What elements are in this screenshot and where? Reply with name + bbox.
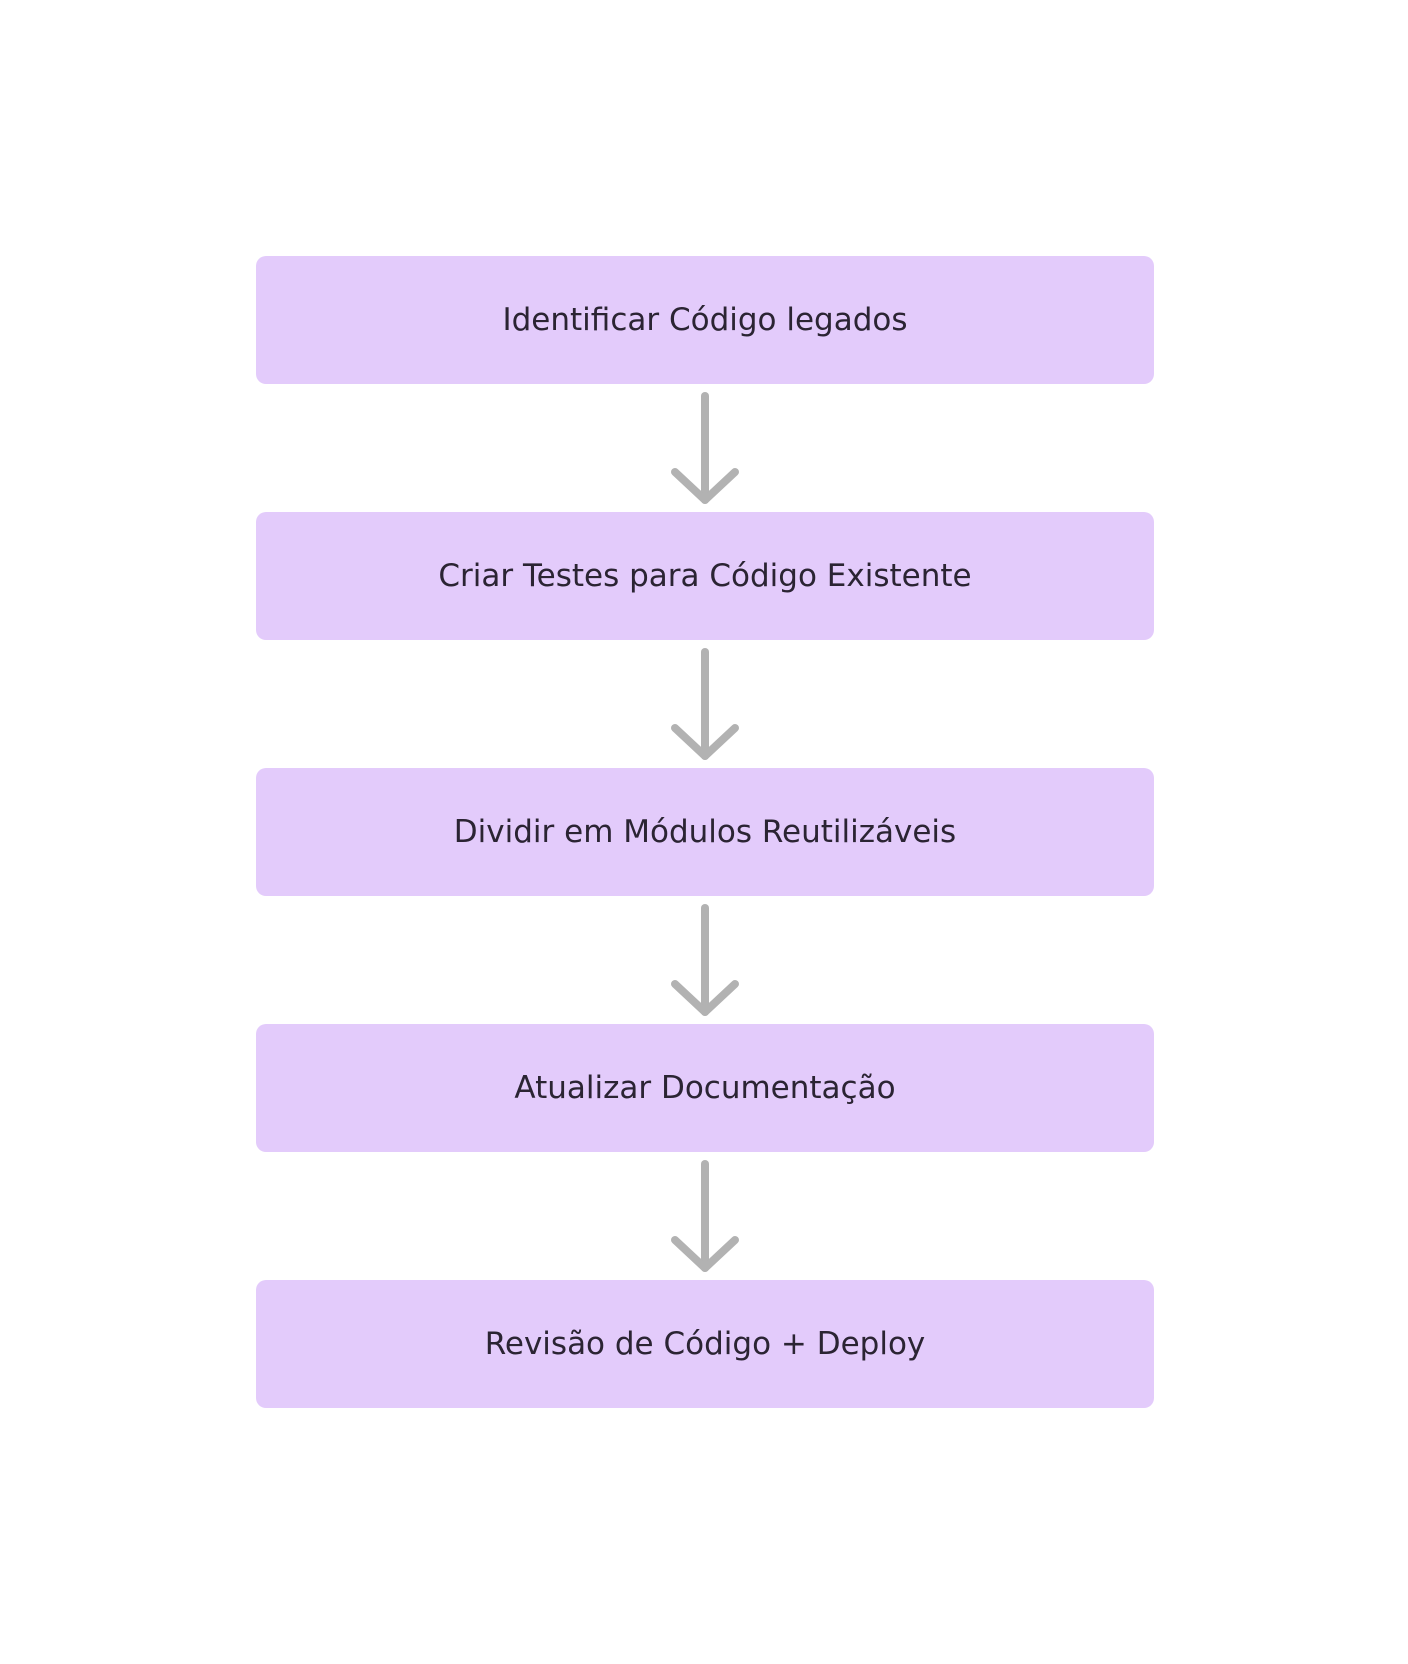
step-identificar-codigo-legados: Identificar Código legados: [256, 256, 1154, 384]
down-arrow-icon: [670, 904, 740, 1020]
step-atualizar-documentacao: Atualizar Documentação: [256, 1024, 1154, 1152]
down-arrow-icon: [670, 392, 740, 508]
step-criar-testes: Criar Testes para Código Existente: [256, 512, 1154, 640]
down-arrow-icon: [670, 648, 740, 764]
down-arrow-icon: [670, 1160, 740, 1276]
step-label: Criar Testes para Código Existente: [438, 558, 972, 594]
step-dividir-modulos: Dividir em Módulos Reutilizáveis: [256, 768, 1154, 896]
step-revisao-deploy: Revisão de Código + Deploy: [256, 1280, 1154, 1408]
step-label: Dividir em Módulos Reutilizáveis: [453, 814, 957, 850]
step-label: Identificar Código legados: [502, 302, 908, 338]
step-label: Revisão de Código + Deploy: [484, 1326, 926, 1362]
step-label: Atualizar Documentação: [514, 1070, 896, 1106]
